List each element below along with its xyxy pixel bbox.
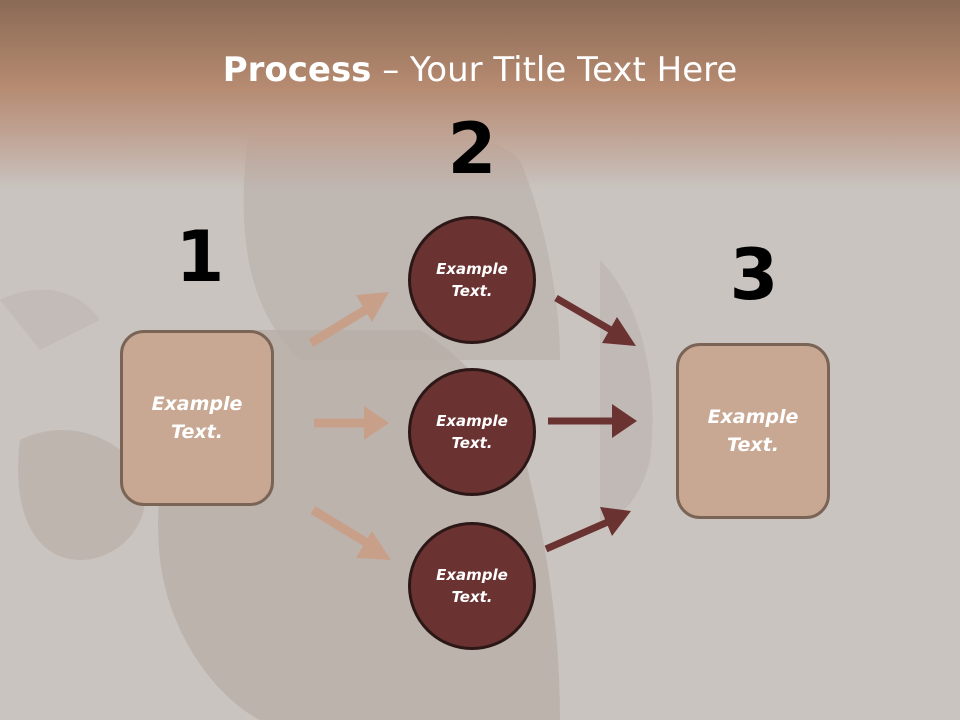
header-band xyxy=(0,0,960,190)
step-number-3: 3 xyxy=(729,234,779,316)
arrow-top-to-3 xyxy=(554,294,636,346)
step-3-text: Example Text. xyxy=(707,405,799,457)
arrow-1-to-bottom xyxy=(310,506,391,560)
step-number-1: 1 xyxy=(175,216,225,298)
step-2-top-text: Example Text. xyxy=(436,259,508,301)
title-rest: – Your Title Text Here xyxy=(371,50,738,90)
step-2-circle-top: Example Text. xyxy=(408,216,536,344)
step-3-box: Example Text. xyxy=(676,343,830,519)
step-1-box: Example Text. xyxy=(120,330,274,506)
step-2-circle-bottom: Example Text. xyxy=(408,522,536,650)
slide-title: Process – Your Title Text Here xyxy=(0,50,960,90)
step-number-2: 2 xyxy=(447,108,497,190)
step-1-text: Example Text. xyxy=(151,392,243,444)
step-2-circle-middle: Example Text. xyxy=(408,368,536,496)
step-2-bottom-text: Example Text. xyxy=(436,565,508,607)
step-2-middle-text: Example Text. xyxy=(436,411,508,453)
arrow-1-to-top xyxy=(308,292,389,347)
title-bold: Process xyxy=(222,50,372,90)
arrow-middle-to-3 xyxy=(548,404,637,438)
arrow-bottom-to-3 xyxy=(544,507,631,553)
arrow-1-to-middle xyxy=(314,406,389,440)
